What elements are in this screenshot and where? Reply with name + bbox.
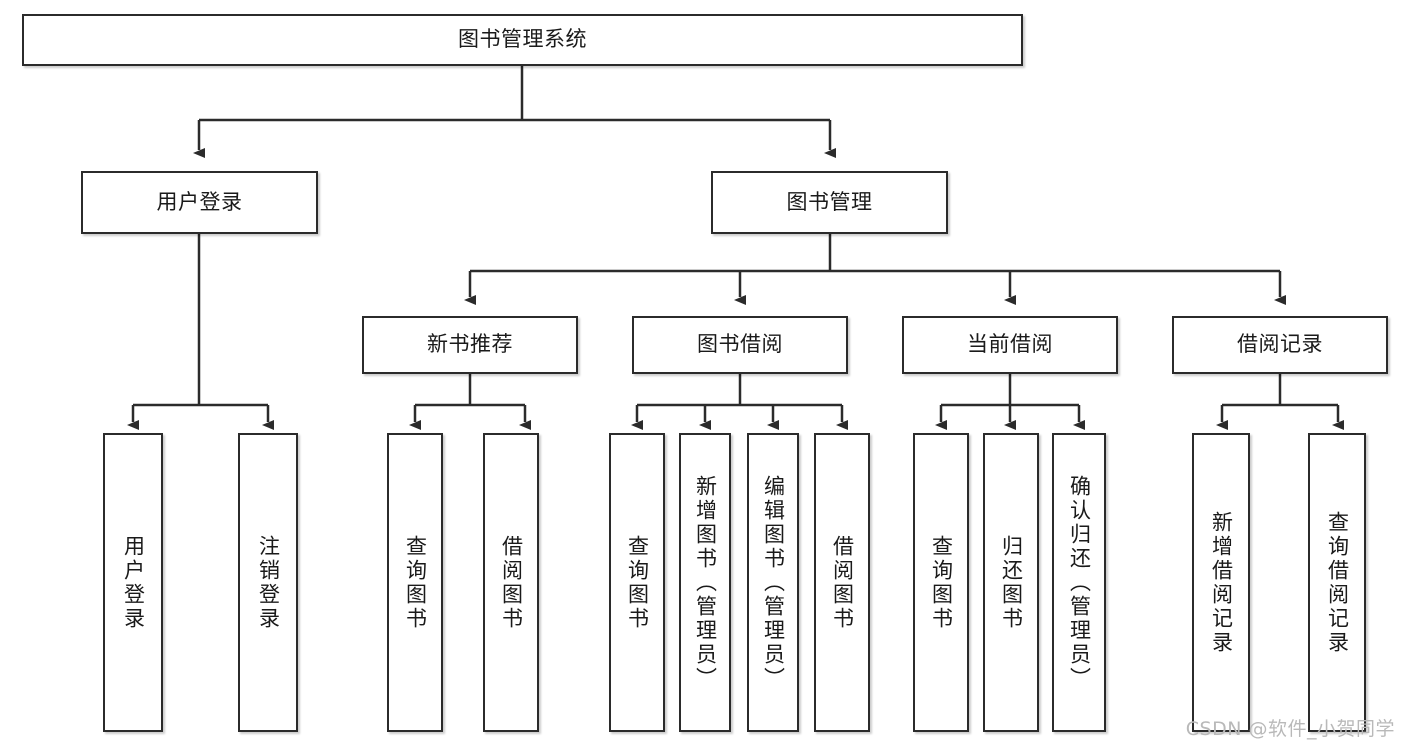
leaf-borrow-book-recommend[interactable]: 借阅图书 [483, 433, 539, 732]
leaf-query-book-recommend-label: 查询图书 [403, 534, 428, 631]
borrow-record-to-leaves-connectors [1216, 374, 1344, 430]
leaf-borrow-book-recommend-label: 借阅图书 [499, 534, 524, 631]
node-current-borrow-label: 当前借阅 [967, 332, 1053, 357]
node-new-book-recommend[interactable]: 新书推荐 [362, 316, 578, 374]
node-root-library-system[interactable]: 图书管理系统 [22, 14, 1023, 66]
node-user-login[interactable]: 用户登录 [81, 171, 318, 234]
leaf-query-book-borrow-label: 查询图书 [625, 534, 650, 631]
leaf-edit-book-admin-label: 编辑图书（管理员） [761, 474, 786, 691]
node-book-borrow[interactable]: 图书借阅 [632, 316, 848, 374]
leaf-logout-label: 注销登录 [256, 534, 281, 631]
leaf-logout[interactable]: 注销登录 [238, 433, 298, 732]
user-login-to-leaves-connectors [127, 234, 274, 430]
leaf-borrow-book-borrow[interactable]: 借阅图书 [814, 433, 870, 732]
leaf-user-login-label: 用户登录 [121, 534, 146, 631]
leaf-query-book-current[interactable]: 查询图书 [913, 433, 969, 732]
book-borrow-to-leaves-connectors [631, 374, 848, 430]
node-root-label: 图书管理系统 [458, 27, 587, 52]
leaf-return-book-label: 归还图书 [999, 534, 1024, 631]
leaf-user-login[interactable]: 用户登录 [103, 433, 163, 732]
leaf-query-borrow-record-label: 查询借阅记录 [1325, 510, 1350, 655]
leaf-confirm-return-admin-label: 确认归还（管理员） [1067, 474, 1092, 691]
leaf-borrow-book-borrow-label: 借阅图书 [830, 534, 855, 631]
leaf-edit-book-admin[interactable]: 编辑图书（管理员） [747, 433, 799, 732]
node-book-management-label: 图书管理 [786, 189, 873, 214]
leaf-query-book-current-label: 查询图书 [929, 534, 954, 631]
leaf-query-book-borrow[interactable]: 查询图书 [609, 433, 665, 732]
leaf-query-borrow-record[interactable]: 查询借阅记录 [1308, 433, 1366, 732]
leaf-add-borrow-record-label: 新增借阅记录 [1209, 510, 1234, 655]
leaf-add-book-admin-label: 新增图书（管理员） [693, 474, 718, 691]
node-new-book-recommend-label: 新书推荐 [427, 332, 513, 357]
node-current-borrow[interactable]: 当前借阅 [902, 316, 1118, 374]
current-borrow-to-leaves-connectors [935, 374, 1085, 430]
node-user-login-label: 用户登录 [156, 189, 243, 214]
node-borrow-record-label: 借阅记录 [1237, 332, 1323, 357]
node-borrow-record[interactable]: 借阅记录 [1172, 316, 1388, 374]
leaf-add-borrow-record[interactable]: 新增借阅记录 [1192, 433, 1250, 732]
node-book-management[interactable]: 图书管理 [711, 171, 948, 234]
root-to-level2-connectors [193, 65, 836, 158]
leaf-query-book-recommend[interactable]: 查询图书 [387, 433, 443, 732]
leaf-add-book-admin[interactable]: 新增图书（管理员） [679, 433, 731, 732]
new-book-recommend-to-leaves-connectors [409, 374, 531, 430]
leaf-confirm-return-admin[interactable]: 确认归还（管理员） [1052, 433, 1106, 732]
leaf-return-book[interactable]: 归还图书 [983, 433, 1039, 732]
node-book-borrow-label: 图书借阅 [697, 332, 783, 357]
book-manage-to-level3-connectors [464, 234, 1286, 305]
